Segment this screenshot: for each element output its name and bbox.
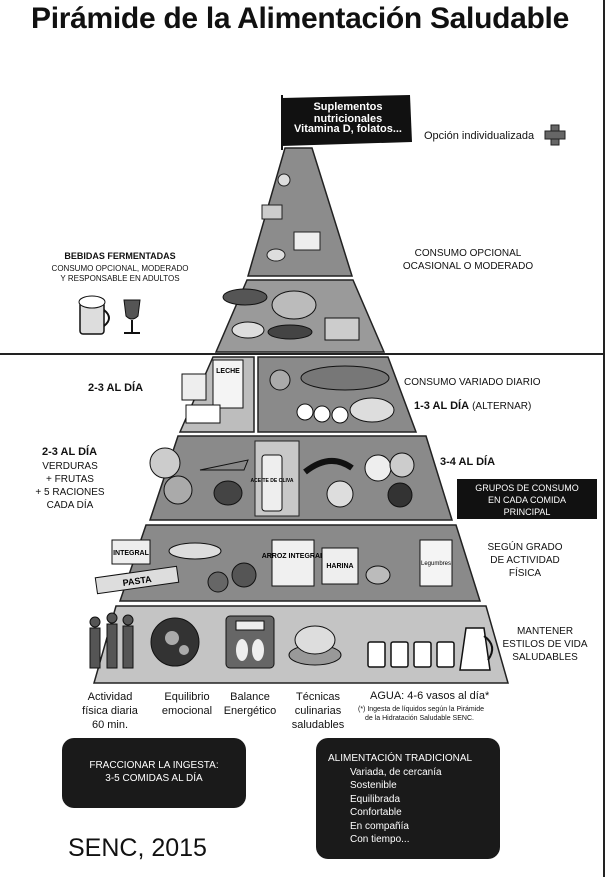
walking-people-icon	[89, 612, 134, 669]
scale-icon	[225, 615, 275, 669]
base-item-energy: Balance Energético	[210, 690, 290, 718]
plus-icon	[544, 124, 566, 146]
tier-vegetables	[148, 435, 454, 521]
vegetables-line3: + 5 RACIONES	[35, 487, 105, 498]
meals-box: FRACCIONAR LA INGESTA: 3-5 COMIDAS AL DÍ…	[62, 738, 246, 808]
base-item-energy-l2: Energético	[223, 705, 277, 717]
milk-carton	[212, 359, 244, 409]
flag-text-vitamins: Vitamina D, folatos...	[294, 123, 402, 135]
protein-frequency: 1-3 AL DÍA (ALTERNAR)	[414, 400, 531, 412]
cooking-pot-icon	[288, 625, 342, 666]
tier-top	[247, 147, 354, 277]
head-gears-icon	[150, 617, 200, 667]
flag-text-supplements: Suplementos nutricionales	[313, 101, 383, 125]
rice-package	[271, 539, 315, 587]
base-item-activity-l3: 60 min.	[91, 719, 129, 731]
base-item-cooking-l3: saludables	[291, 719, 345, 731]
tradition-list: Variada, de cercanía Sostenible Equilibr…	[328, 766, 500, 847]
package-label-integral: INTEGRAL	[113, 550, 150, 557]
tradition-item: Equilibrada	[350, 793, 401, 805]
base-item-cooking: Técnicas culinarias saludables	[278, 690, 358, 732]
pasta-package	[94, 565, 180, 595]
meals-line1: FRACCIONAR LA INGESTA:	[89, 760, 219, 771]
varied-label: CONSUMO VARIADO DIARIO	[404, 377, 541, 388]
protein-frequency-value: 1-3 AL DÍA	[414, 400, 470, 412]
flour-package	[321, 547, 359, 585]
base-item-activity: Actividad física diaria 60 min.	[70, 690, 150, 732]
footer-credit: SENC, 2015	[68, 834, 207, 862]
tradition-item: En compañía	[350, 820, 409, 832]
base-item-cooking-l2: culinarias	[294, 705, 342, 717]
beer-mug-icon	[78, 295, 110, 335]
base-item-cooking-l1: Técnicas	[295, 691, 341, 703]
package-label-leche: LECHE	[216, 368, 240, 375]
water-jug-icon	[459, 627, 494, 671]
tradition-title: ALIMENTACIÓN TRADICIONAL	[328, 753, 473, 764]
base-item-activity-l1: Actividad	[87, 691, 133, 703]
bread-package	[111, 539, 151, 565]
lifestyle-line3: SALUDABLES	[512, 652, 578, 663]
activity-line1: SEGÚN GRADO	[487, 542, 563, 553]
individual-option-label: Opción individualizada	[424, 130, 535, 142]
water-note1: (*) Ingesta de líquidos según la Pirámid…	[358, 706, 485, 713]
oil-bottle	[261, 454, 283, 512]
groups-line2: EN CADA COMIDA	[487, 495, 566, 505]
groups-banner: GRUPOS DE CONSUMO EN CADA COMIDA PRINCIP…	[457, 479, 597, 519]
vegetables-line2: + FRUTAS	[46, 474, 94, 485]
page-title: Pirámide de la Alimentación Saludable	[31, 2, 569, 35]
wine-glass-icon	[123, 299, 141, 334]
dairy-frequency: 2-3 AL DÍA	[88, 382, 144, 394]
water-note2: de la Hidratación Saludable SENC.	[365, 715, 474, 722]
water-label: AGUA: 4-6 vasos al día*	[370, 690, 490, 702]
protein-alternate: (ALTERNAR)	[472, 401, 532, 412]
vegetables-frequency: 2-3 AL DÍA	[42, 446, 98, 458]
base-item-emotional-l2: emocional	[161, 705, 213, 717]
fermented-title: BEBIDAS FERMENTADAS	[64, 251, 176, 261]
section-divider	[0, 353, 604, 355]
tradition-item: Sostenible	[350, 780, 397, 791]
tradition-item: Variada, de cercanía	[350, 766, 442, 778]
vegetables-line4: CADA DÍA	[46, 500, 94, 511]
package-label-harina: HARINA	[326, 563, 353, 570]
optional-line1: CONSUMO OPCIONAL	[414, 248, 522, 259]
tradition-item: Confortable	[350, 807, 402, 818]
flag	[282, 95, 412, 146]
water-glasses-icon	[367, 641, 455, 668]
optional-line2: OCASIONAL O MODERADO	[402, 261, 534, 272]
base-item-energy-l1: Balance	[230, 691, 270, 703]
package-label-legumbres: Legumbres	[421, 561, 451, 567]
tradition-box: ALIMENTACIÓN TRADICIONAL Variada, de cer…	[316, 738, 500, 859]
package-label-arroz: ARROZ INTEGRAL	[262, 553, 325, 560]
activity-line3: FÍSICA	[508, 568, 542, 579]
fermented-line1: CONSUMO OPCIONAL, MODERADO	[51, 264, 189, 273]
meals-line2: 3-5 COMIDAS AL DÍA	[105, 773, 203, 784]
package-label-pasta: PASTA	[122, 574, 153, 588]
groups-line3: PRINCIPAL	[503, 507, 551, 517]
page-border	[603, 0, 605, 877]
fruit-frequency: 3-4 AL DÍA	[440, 456, 496, 468]
base-item-activity-l2: física diaria	[82, 705, 138, 717]
lifestyle-line2: ESTILOS DE VIDA	[502, 639, 588, 650]
vegetables-line1: VERDURAS	[42, 461, 98, 472]
groups-line1: GRUPOS DE CONSUMO	[475, 483, 579, 493]
package-label-aceite: ACEITE DE OLIVA	[251, 478, 294, 484]
lifestyle-line1: MANTENER	[516, 626, 574, 637]
base-item-emotional: Equilibrio emocional	[147, 690, 227, 718]
base-item-emotional-l1: Equilibrio	[164, 691, 210, 703]
fermented-line2: Y RESPONSABLE EN ADULTOS	[60, 274, 180, 283]
tradition-item: Con tiempo...	[350, 834, 410, 845]
activity-line2: DE ACTIVIDAD	[490, 555, 560, 566]
legumes-package	[419, 539, 453, 587]
